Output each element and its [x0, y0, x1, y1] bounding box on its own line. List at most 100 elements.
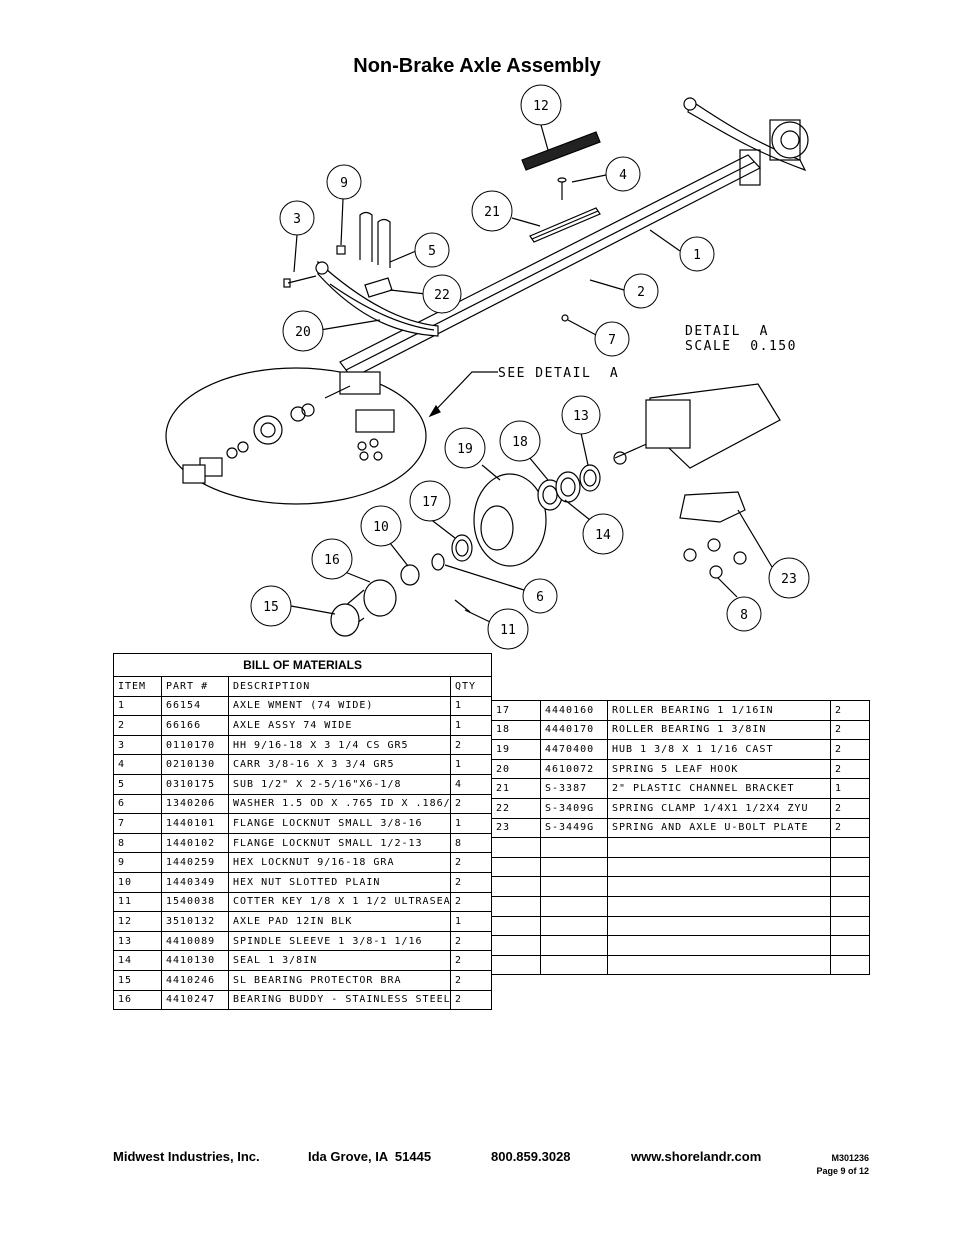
bom-cell-part: 0210130	[161, 754, 229, 775]
bom-cell-part: S-3409G	[540, 797, 608, 819]
bom-cell-item	[491, 935, 541, 956]
svg-text:22: 22	[434, 288, 450, 303]
bill-of-materials-left: BILL OF MATERIALS ITEM PART # DESCRIPTIO…	[112, 653, 493, 1011]
svg-text:18: 18	[512, 435, 528, 450]
svg-text:23: 23	[781, 572, 797, 587]
bom-cell-desc	[607, 915, 831, 937]
bom-cell-item: 15	[113, 969, 162, 991]
svg-text:17: 17	[422, 495, 438, 510]
bom-cell-item: 17	[491, 700, 541, 721]
bom-row	[491, 935, 870, 956]
bom-cell-qty: 2	[449, 852, 493, 873]
callout-16	[311, 538, 353, 580]
bom-cell-item: 18	[491, 719, 541, 741]
bom-cell-part: 4440170	[540, 719, 608, 741]
bom-cell-desc: SPRING 5 LEAF HOOK	[607, 758, 831, 780]
bom-cell-desc: 2" PLASTIC CHANNEL BRACKET	[607, 778, 831, 799]
bom-cell-qty: 4	[449, 773, 493, 795]
callout-19	[444, 427, 486, 469]
bom-heading: BILL OF MATERIALS	[112, 653, 493, 677]
callout-7	[594, 321, 630, 357]
bom-cell-item: 22	[491, 797, 541, 819]
bom-row	[491, 837, 870, 858]
bom-cell-desc	[607, 895, 831, 917]
callout-12	[520, 84, 562, 126]
bom-cell-qty	[830, 915, 870, 937]
bom-cell-part: 4410246	[161, 969, 229, 991]
bom-cell-desc: AXLE ASSY 74 WIDE	[228, 715, 451, 736]
bom-cell-qty: 2	[830, 797, 870, 819]
callout-22	[422, 274, 462, 314]
bom-cell-qty: 2	[449, 969, 493, 991]
axle-exploded-diagram: 12 4 9 21 3 5 1 22 2 20 7 13 19 18 17 10…	[165, 84, 810, 650]
bom-cell-part	[540, 935, 608, 956]
bom-cell-item: 1	[113, 695, 162, 717]
bom-cell-item: 5	[113, 773, 162, 795]
svg-text:7: 7	[608, 333, 616, 348]
bom-cell-item: 7	[113, 813, 162, 834]
bom-cell-part: 4410089	[161, 930, 229, 952]
svg-text:9: 9	[340, 176, 348, 191]
bom-cell-desc: AXLE PAD 12IN BLK	[228, 911, 451, 932]
bom-cell-item	[491, 856, 541, 878]
bom-cell-desc	[607, 856, 831, 878]
col-description: DESCRIPTION	[228, 676, 451, 697]
bom-cell-qty: 2	[830, 758, 870, 780]
bom-cell-desc: SUB 1/2" X 2-5/16"X6-1/8	[228, 773, 451, 795]
bom-cell-part: 1340206	[161, 793, 229, 815]
bom-cell-part: 1440349	[161, 871, 229, 893]
bom-cell-qty: 2	[449, 930, 493, 952]
bom-row	[491, 876, 870, 897]
svg-text:10: 10	[373, 520, 389, 535]
bom-cell-desc: HEX LOCKNUT 9/16-18 GRA	[228, 852, 451, 873]
callout-15	[250, 585, 292, 627]
callout-18	[499, 420, 541, 462]
bom-cell-desc: CARR 3/8-16 X 3 3/4 GR5	[228, 754, 451, 775]
bom-cell-qty: 2	[449, 891, 493, 913]
bom-cell-part	[540, 895, 608, 917]
detail-label: DETAIL A	[685, 324, 769, 339]
callout-23	[768, 557, 810, 599]
bom-cell-qty: 2	[449, 989, 493, 1011]
hub	[473, 473, 547, 567]
bom-cell-item: 3	[113, 734, 162, 756]
bom-cell-desc	[607, 837, 831, 858]
bom-cell-part	[540, 837, 608, 858]
svg-text:4: 4	[619, 168, 627, 183]
bom-cell-part: 0110170	[161, 734, 229, 756]
bom-cell-part: 1440101	[161, 813, 229, 834]
bom-cell-qty: 2	[449, 734, 493, 756]
callout-9	[326, 164, 362, 200]
bom-cell-part: 0310175	[161, 773, 229, 795]
callout-10	[360, 505, 402, 547]
bom-cell-qty	[830, 954, 870, 976]
bom-cell-item	[491, 915, 541, 937]
bom-cell-desc	[607, 876, 831, 897]
col-qty: QTY	[449, 676, 493, 697]
callout-14	[582, 513, 624, 555]
callout-2	[623, 273, 659, 309]
bom-row	[491, 895, 870, 917]
svg-text:13: 13	[573, 409, 589, 424]
bom-cell-part	[540, 915, 608, 937]
bom-cell-item: 21	[491, 778, 541, 799]
page-title: Non-Brake Axle Assembly	[353, 55, 601, 77]
bom-cell-qty: 1	[449, 695, 493, 717]
bom-cell-part: 4470400	[540, 739, 608, 760]
bom-cell-item: 20	[491, 758, 541, 780]
axle-pad	[521, 131, 601, 171]
bom-cell-qty: 8	[449, 832, 493, 854]
footer-web[interactable]: www.shorelandr.com	[631, 1149, 762, 1164]
bom-cell-qty	[830, 876, 870, 897]
bom-cell-item: 6	[113, 793, 162, 815]
bom-cell-desc: ROLLER BEARING 1 1/16IN	[607, 700, 831, 721]
bom-cell-part: 3510132	[161, 911, 229, 932]
bom-cell-desc: HUB 1 3/8 X 1 1/16 CAST	[607, 739, 831, 760]
